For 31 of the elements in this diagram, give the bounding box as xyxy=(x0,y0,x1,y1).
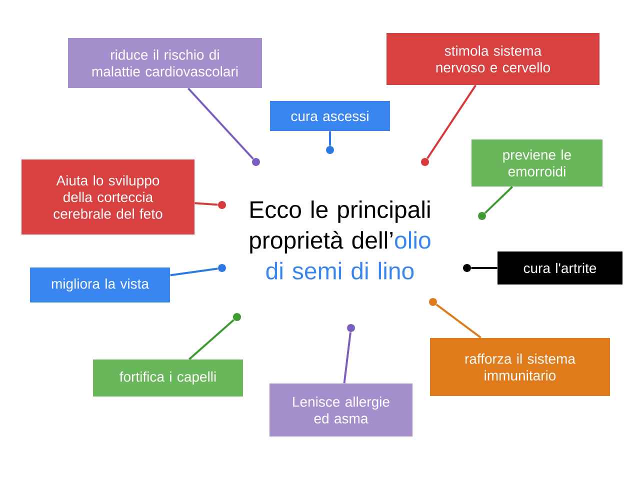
connector-line xyxy=(436,304,482,339)
dot xyxy=(421,158,429,166)
label-box: previene le emorroidi xyxy=(472,140,602,186)
dot xyxy=(218,201,226,209)
label-box: Lenisce allergie ed asma xyxy=(270,384,412,436)
dot xyxy=(478,212,486,220)
connector-line xyxy=(484,186,514,214)
label-box: cura l'artrite xyxy=(498,252,622,284)
label-box: cura ascessi xyxy=(270,101,390,131)
label-box: riduce il rischio di malattie cardiovascolari xyxy=(68,38,262,88)
label-box: rafforza il sistema immunitario xyxy=(430,338,610,396)
dot xyxy=(252,158,260,166)
connector-line xyxy=(170,268,218,276)
connector-line xyxy=(329,131,331,146)
connector-line xyxy=(426,84,476,159)
dot xyxy=(347,324,355,332)
dot xyxy=(218,264,226,272)
heading-text: Ecco le principali proprietà dell’olio di semi di lino xyxy=(250,200,430,280)
label-box: migliora la vista xyxy=(30,268,170,302)
dot xyxy=(233,313,241,321)
connector-line xyxy=(188,319,234,360)
connector-line xyxy=(187,88,254,160)
dot xyxy=(463,264,471,272)
label-box: fortifica i capelli xyxy=(93,360,243,396)
label-box: stimola sistema nervoso e cervello xyxy=(386,33,600,85)
label-box: Aiuta lo sviluppo della corteccia cerebrale del feto xyxy=(22,160,194,234)
dot xyxy=(326,146,334,154)
connector-line xyxy=(194,202,218,206)
dot xyxy=(429,298,437,306)
connector-line xyxy=(471,267,498,269)
connector-line xyxy=(343,332,352,384)
